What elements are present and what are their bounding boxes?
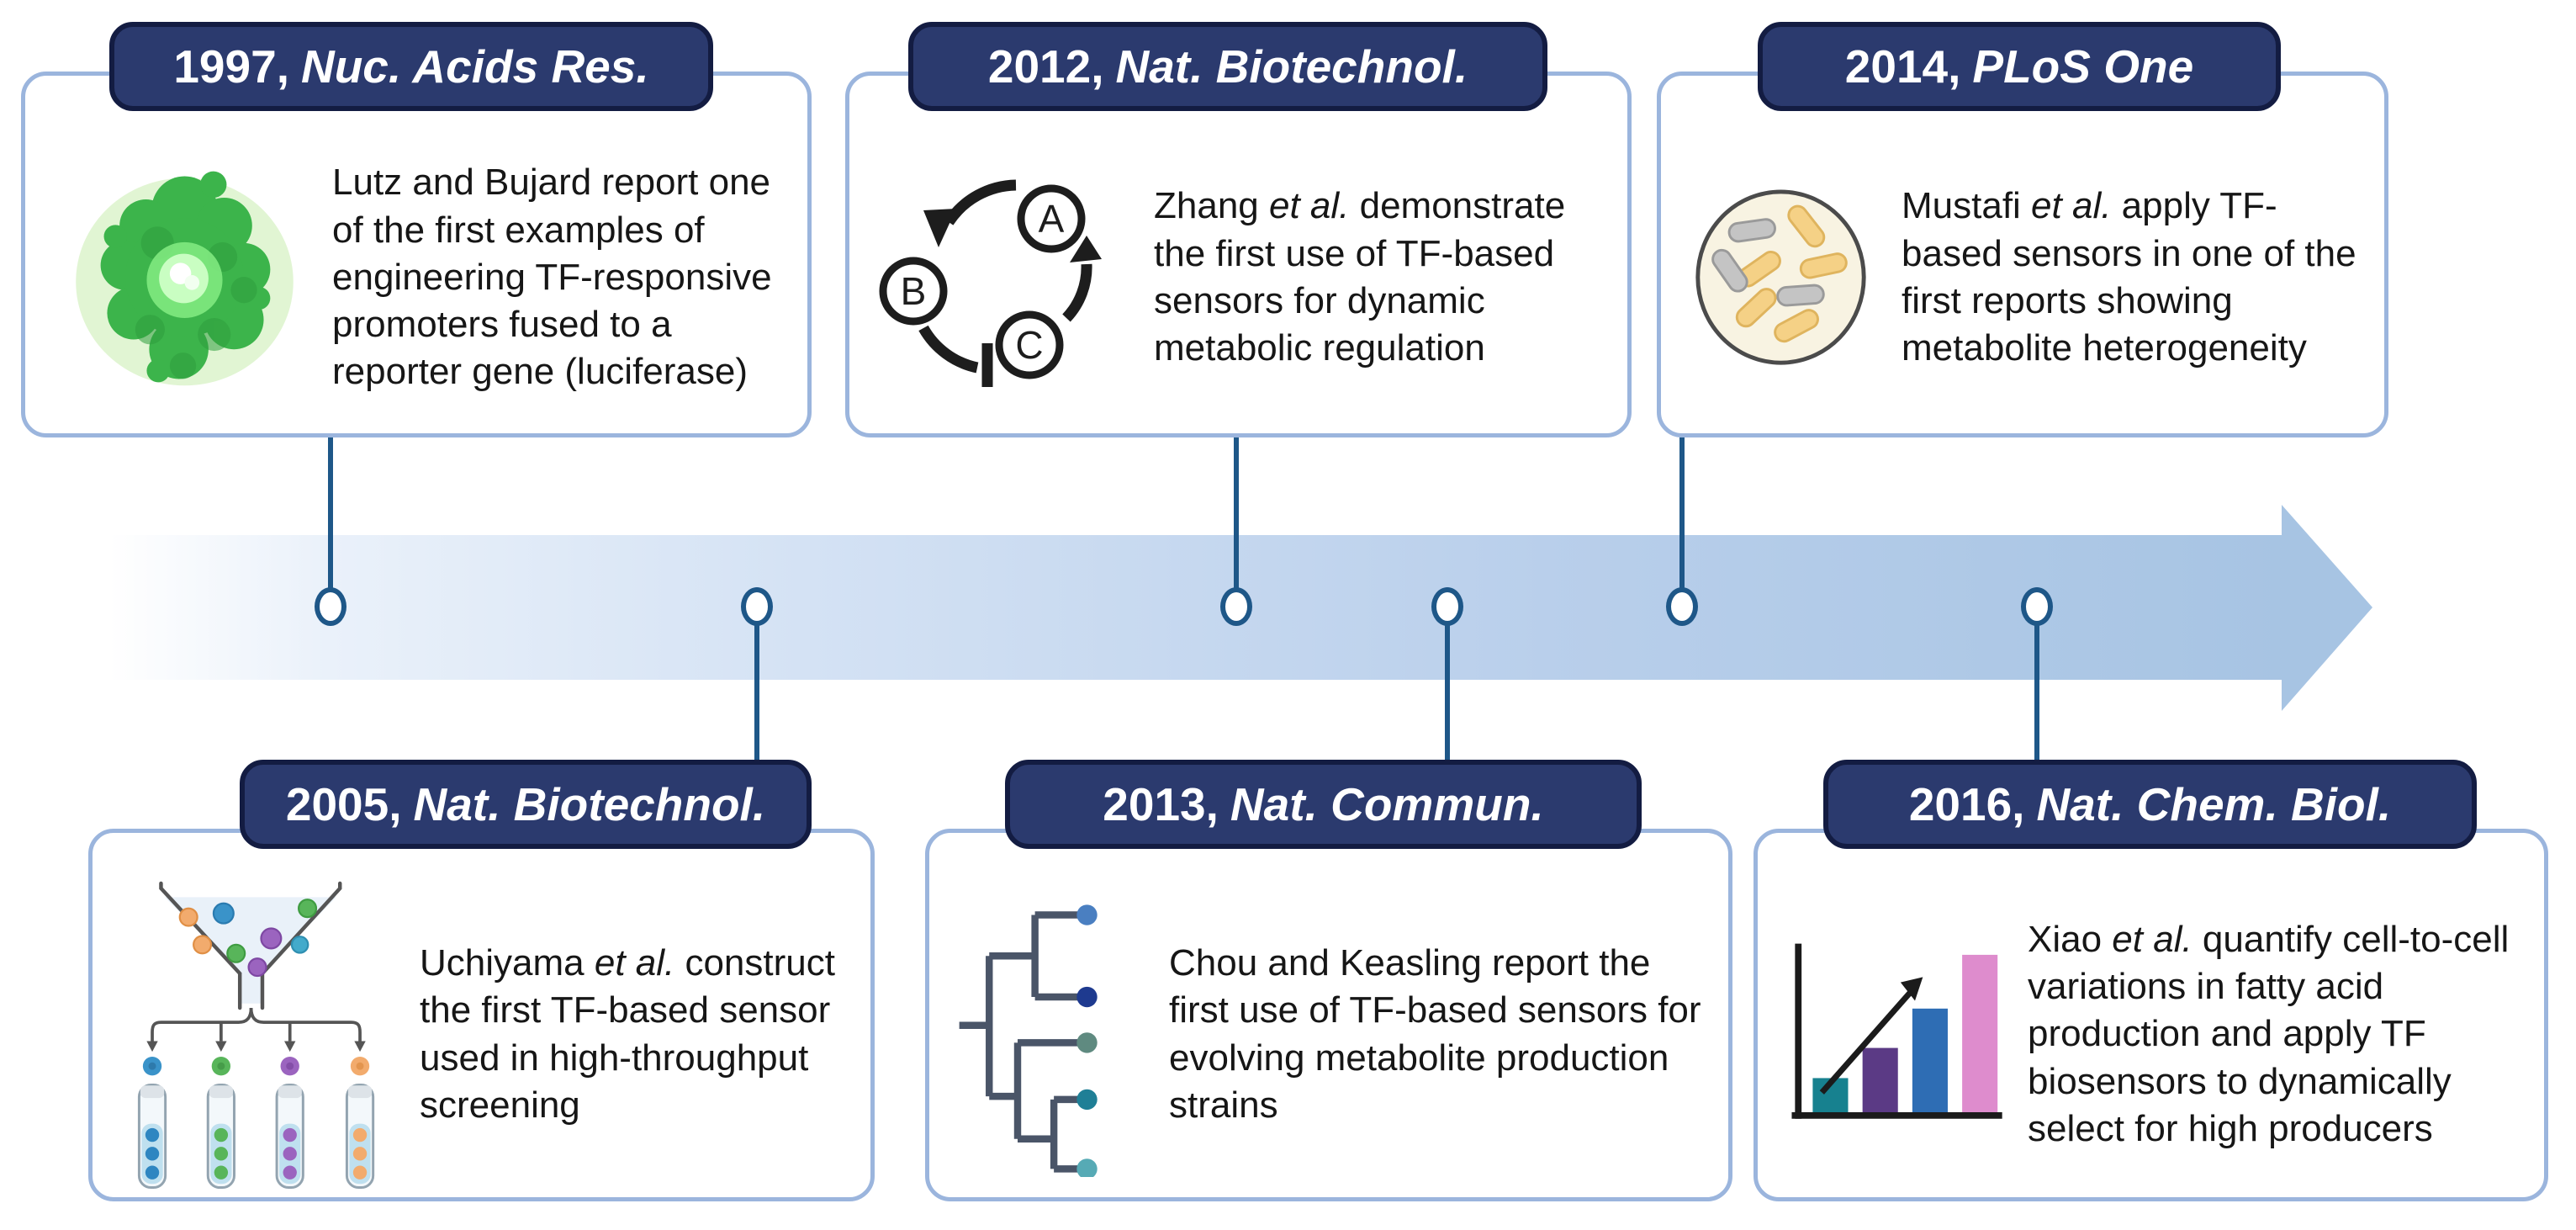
timeline-node-2012: [1220, 587, 1252, 626]
timeline-node-2016: [2021, 587, 2053, 626]
year-label: 2014,: [1844, 40, 1961, 93]
journal-label: Nuc. Acids Res.: [300, 40, 649, 93]
connector-line-2016: [2034, 623, 2039, 762]
journal-label: Nat. Chem. Biol.: [2036, 778, 2392, 830]
event-description: Zhang et al. demonstrate the first use o…: [1154, 185, 1566, 369]
journal-label: Nat. Biotechnol.: [413, 778, 766, 830]
event-card-2013: Chou and Keasling report the first use o…: [925, 829, 1732, 1201]
event-description: Mustafi et al. apply TF-based sensors in…: [1902, 185, 2356, 369]
year-badge-2012: 2012, Nat. Biotechnol.: [908, 22, 1547, 111]
connector-line-2012: [1234, 437, 1239, 591]
gfp-protein-icon: [61, 158, 309, 397]
event-description: Chou and Keasling report the first use o…: [1169, 941, 1701, 1126]
event-description: Xiao et al. quantify cell-to-cell variat…: [2028, 918, 2510, 1149]
feedback-loop-icon: A B C: [875, 167, 1127, 390]
bar-chart-icon: [1781, 936, 2004, 1133]
journal-label: Nat. Commun.: [1230, 778, 1544, 830]
year-label: 2005,: [285, 778, 402, 830]
year-badge-2005: 2005, Nat. Biotechnol.: [240, 760, 812, 849]
petri-dish-icon: [1690, 183, 1871, 373]
event-card-1997: Lutz and Bujard report one of the first …: [21, 72, 812, 437]
event-description: Lutz and Bujard report one of the first …: [332, 162, 772, 393]
event-card-2014: Mustafi et al. apply TF-based sensors in…: [1657, 72, 2388, 437]
timeline-node-1997: [315, 587, 346, 626]
timeline-node-2013: [1431, 587, 1463, 626]
connector-line-2013: [1445, 623, 1450, 762]
journal-label: Nat. Biotechnol.: [1115, 40, 1468, 93]
event-description: Uchiyama et al. construct the first TF-b…: [420, 941, 835, 1126]
year-label: 2012,: [987, 40, 1104, 93]
timeline-node-2014: [1666, 587, 1698, 626]
screening-funnel-icon: [122, 878, 398, 1191]
event-card-2005: Uchiyama et al. construct the first TF-b…: [88, 829, 875, 1201]
year-badge-2016: 2016, Nat. Chem. Biol.: [1823, 760, 2477, 849]
timeline-node-2005: [741, 587, 773, 626]
year-label: 2013,: [1103, 778, 1219, 830]
svg-text:A: A: [1039, 197, 1065, 241]
phylogenetic-tree-icon: [955, 893, 1144, 1180]
year-badge-1997: 1997, Nuc. Acids Res.: [109, 22, 713, 111]
svg-text:B: B: [901, 269, 927, 313]
journal-label: PLoS One: [1972, 40, 2194, 93]
connector-line-1997: [328, 437, 333, 591]
year-label: 1997,: [173, 40, 289, 93]
event-card-2016: Xiao et al. quantify cell-to-cell variat…: [1753, 829, 2548, 1201]
year-label: 2016,: [1908, 778, 2025, 830]
connector-line-2005: [754, 623, 759, 762]
connector-line-2014: [1679, 437, 1685, 591]
timeline-arrowhead-icon: [2282, 505, 2372, 711]
timeline-band: [109, 535, 2282, 680]
svg-text:C: C: [1015, 323, 1043, 367]
year-badge-2013: 2013, Nat. Commun.: [1005, 760, 1642, 849]
year-badge-2014: 2014, PLoS One: [1758, 22, 2281, 111]
event-card-2012: A B C Zhang et al. demonstrate the first u…: [845, 72, 1632, 437]
